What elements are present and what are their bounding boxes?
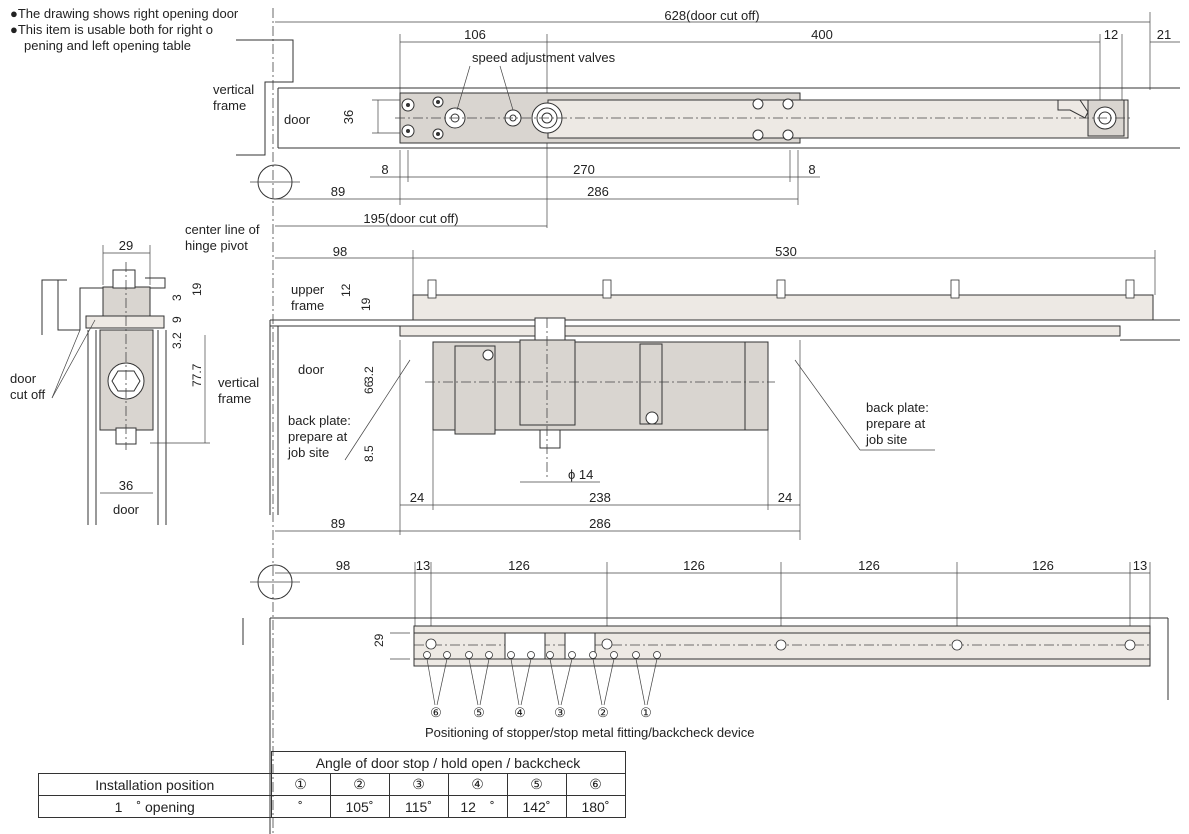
sec-label-door: door bbox=[113, 502, 140, 517]
marker-1: ① bbox=[640, 705, 652, 720]
bv-dim-29: 29 bbox=[372, 633, 386, 647]
bv-dim-126d: 126 bbox=[1032, 558, 1054, 573]
bv-dim-98: 98 bbox=[336, 558, 350, 573]
dim-270: 270 bbox=[573, 162, 595, 177]
table-col-3: ③ bbox=[388, 773, 449, 796]
dim-32: 3.2 bbox=[362, 366, 376, 383]
label-vertical-frame-2: frame bbox=[213, 98, 246, 113]
bv-dim-126a: 126 bbox=[508, 558, 530, 573]
dim-286: 286 bbox=[587, 184, 609, 199]
table-val-6: 180˚ bbox=[565, 795, 626, 818]
sec-dim-29: 29 bbox=[119, 238, 133, 253]
bv-dim-13b: 13 bbox=[1133, 558, 1147, 573]
dim-85: 8.5 bbox=[362, 445, 376, 462]
dim-89b: 89 bbox=[331, 516, 345, 531]
dim-21: 21 bbox=[1157, 27, 1171, 42]
sec-dim-32: 3.2 bbox=[170, 332, 184, 349]
bv-dim-13a: 13 bbox=[416, 558, 430, 573]
note-1: ●The drawing shows right opening door bbox=[10, 6, 239, 21]
table-val-3: 115˚ bbox=[388, 795, 449, 818]
table-header-group: Angle of door stop / hold open / backche… bbox=[270, 751, 626, 774]
sec-dim-19: 19 bbox=[190, 282, 204, 296]
marker-4: ④ bbox=[514, 705, 526, 720]
label-speed-valves: speed adjustment valves bbox=[472, 50, 616, 65]
section-view: 29 3 19 9 3.2 77.7 door cut off vertical… bbox=[10, 238, 259, 525]
marker-2: ② bbox=[597, 705, 609, 720]
label-bpr-1: back plate: bbox=[866, 400, 929, 415]
table-col-5: ⑤ bbox=[506, 773, 567, 796]
label-upper-2: frame bbox=[291, 298, 324, 313]
bv-dim-126c: 126 bbox=[858, 558, 880, 573]
label-door-cut-1: door bbox=[10, 371, 37, 386]
label-vframe-2: frame bbox=[218, 391, 251, 406]
table-col-6: ⑥ bbox=[565, 773, 626, 796]
table-val-4: 12 ˚ bbox=[447, 795, 508, 818]
notes: ●The drawing shows right opening door ●T… bbox=[10, 6, 238, 54]
bv-dim-126b: 126 bbox=[683, 558, 705, 573]
sec-dim-9: 9 bbox=[170, 316, 184, 323]
dim-12: 12 bbox=[339, 283, 353, 297]
dim-8a: 8 bbox=[381, 162, 388, 177]
marker-6: ⑥ bbox=[430, 705, 442, 720]
hinge-label-2: hinge pivot bbox=[185, 238, 248, 253]
label-upper-1: upper bbox=[291, 282, 325, 297]
dim-286b: 286 bbox=[589, 516, 611, 531]
dim-530: 530 bbox=[775, 244, 797, 259]
table-val-2: 105˚ bbox=[329, 795, 390, 818]
side-view: 98 530 upper frame 12 19 bbox=[269, 244, 1180, 540]
label-door: door bbox=[298, 362, 325, 377]
label-vertical-frame-1: vertical bbox=[213, 82, 254, 97]
note-3: pening and left opening table bbox=[24, 38, 191, 53]
dim-36: 36 bbox=[341, 110, 356, 124]
label-bpr-2: prepare at bbox=[866, 416, 926, 431]
label-bp-1: back plate: bbox=[288, 413, 351, 428]
dim-628: 628(door cut off) bbox=[664, 8, 759, 23]
table-col-4: ④ bbox=[447, 773, 508, 796]
label-vframe-1: vertical bbox=[218, 375, 259, 390]
label-door-cut-2: cut off bbox=[10, 387, 46, 402]
table-corner bbox=[38, 751, 272, 774]
dim-66: 66 bbox=[362, 380, 376, 394]
dim-19: 19 bbox=[359, 297, 373, 311]
hinge-label-1: center line of bbox=[185, 222, 260, 237]
dim-8b: 8 bbox=[808, 162, 815, 177]
table-val-5: 142˚ bbox=[506, 795, 567, 818]
sec-dim-777: 77.7 bbox=[190, 363, 204, 387]
sec-dim-3: 3 bbox=[170, 294, 184, 301]
table-col-2: ② bbox=[329, 773, 390, 796]
table-col-1: ① bbox=[270, 773, 331, 796]
dim-12: 12 bbox=[1104, 27, 1118, 42]
dim-98: 98 bbox=[333, 244, 347, 259]
marker-5: ⑤ bbox=[473, 705, 485, 720]
bottom-caption: Positioning of stopper/stop metal fittin… bbox=[425, 725, 755, 740]
label-door: door bbox=[284, 112, 311, 127]
dim-238: 238 bbox=[589, 490, 611, 505]
marker-3: ③ bbox=[554, 705, 566, 720]
table-row-label: 1 ˚ opening bbox=[38, 795, 272, 818]
sec-dim-36: 36 bbox=[119, 478, 133, 493]
label-bp-3: job site bbox=[287, 445, 329, 460]
label-bp-2: prepare at bbox=[288, 429, 348, 444]
dim-400: 400 bbox=[811, 27, 833, 42]
table-row-header: Installation position bbox=[38, 773, 272, 796]
dim-phi14: ϕ 14 bbox=[568, 467, 593, 482]
dim-195: 195(door cut off) bbox=[363, 211, 458, 226]
table-val-1: ˚ bbox=[270, 795, 331, 818]
bottom-view: 98 13 126 126 126 126 13 29 bbox=[242, 558, 1169, 834]
top-view: 628(door cut off) 106 400 12 21 vertical… bbox=[213, 8, 1180, 228]
angle-table: Angle of door stop / hold open / backche… bbox=[38, 751, 626, 818]
dim-24b: 24 bbox=[778, 490, 792, 505]
dim-89: 89 bbox=[331, 184, 345, 199]
note-2: ●This item is usable both for right o bbox=[10, 22, 213, 37]
label-bpr-3: job site bbox=[865, 432, 907, 447]
dim-24a: 24 bbox=[410, 490, 424, 505]
dim-106: 106 bbox=[464, 27, 486, 42]
